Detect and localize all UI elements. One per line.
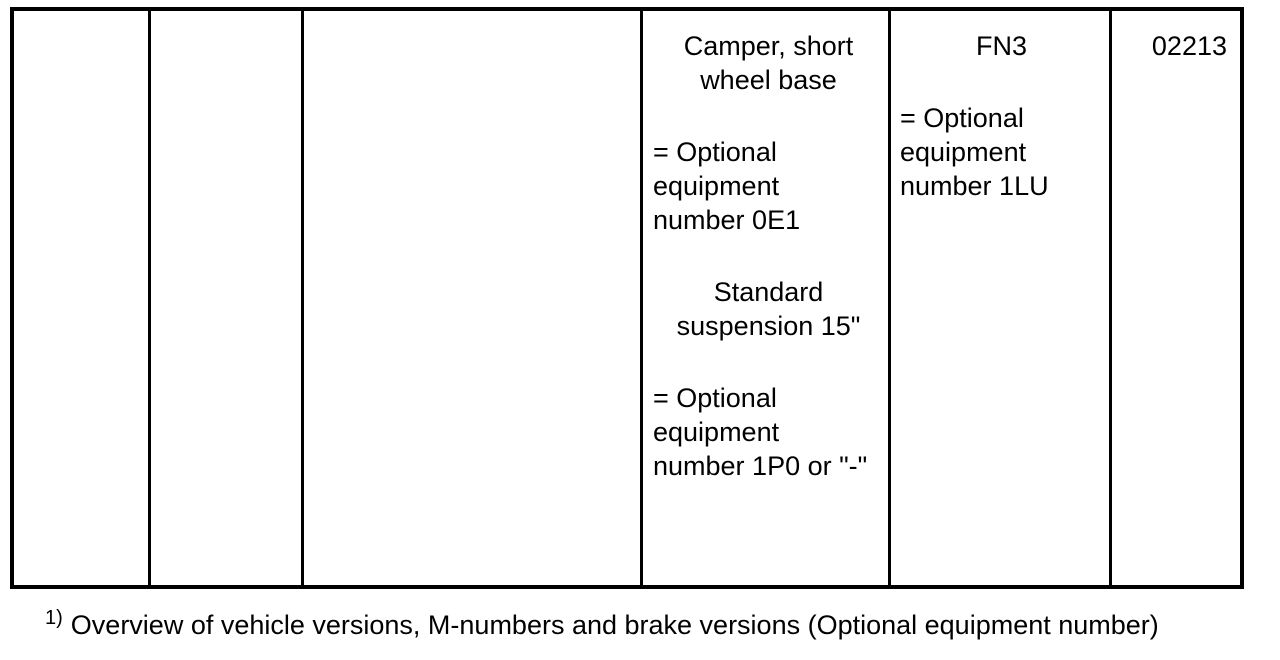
vehicle-versions-table: Camper, short wheel base = Optional equi… <box>10 7 1244 589</box>
brake-version-code: FN3 <box>975 31 1027 61</box>
footnote-marker: 1) <box>45 607 63 629</box>
m-number-value: 02213 <box>1151 31 1227 61</box>
table-cell-vehicle-version: Camper, short wheel base = Optional equi… <box>643 11 891 585</box>
vehicle-version-label: Camper, short wheel base <box>683 31 854 95</box>
table-cell-m-number: 02213 <box>1112 11 1240 585</box>
optional-equipment-1P0-note: = Optional equipment number 1P0 or "-" <box>653 383 868 481</box>
footnote: 1) Overview of vehicle versions, M-number… <box>45 608 1159 642</box>
table-cell-empty-3 <box>304 11 643 585</box>
optional-equipment-0E1-note: = Optional equipment number 0E1 <box>653 137 801 235</box>
suspension-label: Standard suspension 15" <box>676 277 861 341</box>
footnote-text: Overview of vehicle versions, M-numbers … <box>70 610 1159 640</box>
table-cell-empty-2 <box>151 11 304 585</box>
table-cell-brake-version: FN3 = Optional equipment number 1LU <box>891 11 1112 585</box>
optional-equipment-1LU-note: = Optional equipment number 1LU <box>900 103 1049 201</box>
table-cell-empty-1 <box>14 11 151 585</box>
